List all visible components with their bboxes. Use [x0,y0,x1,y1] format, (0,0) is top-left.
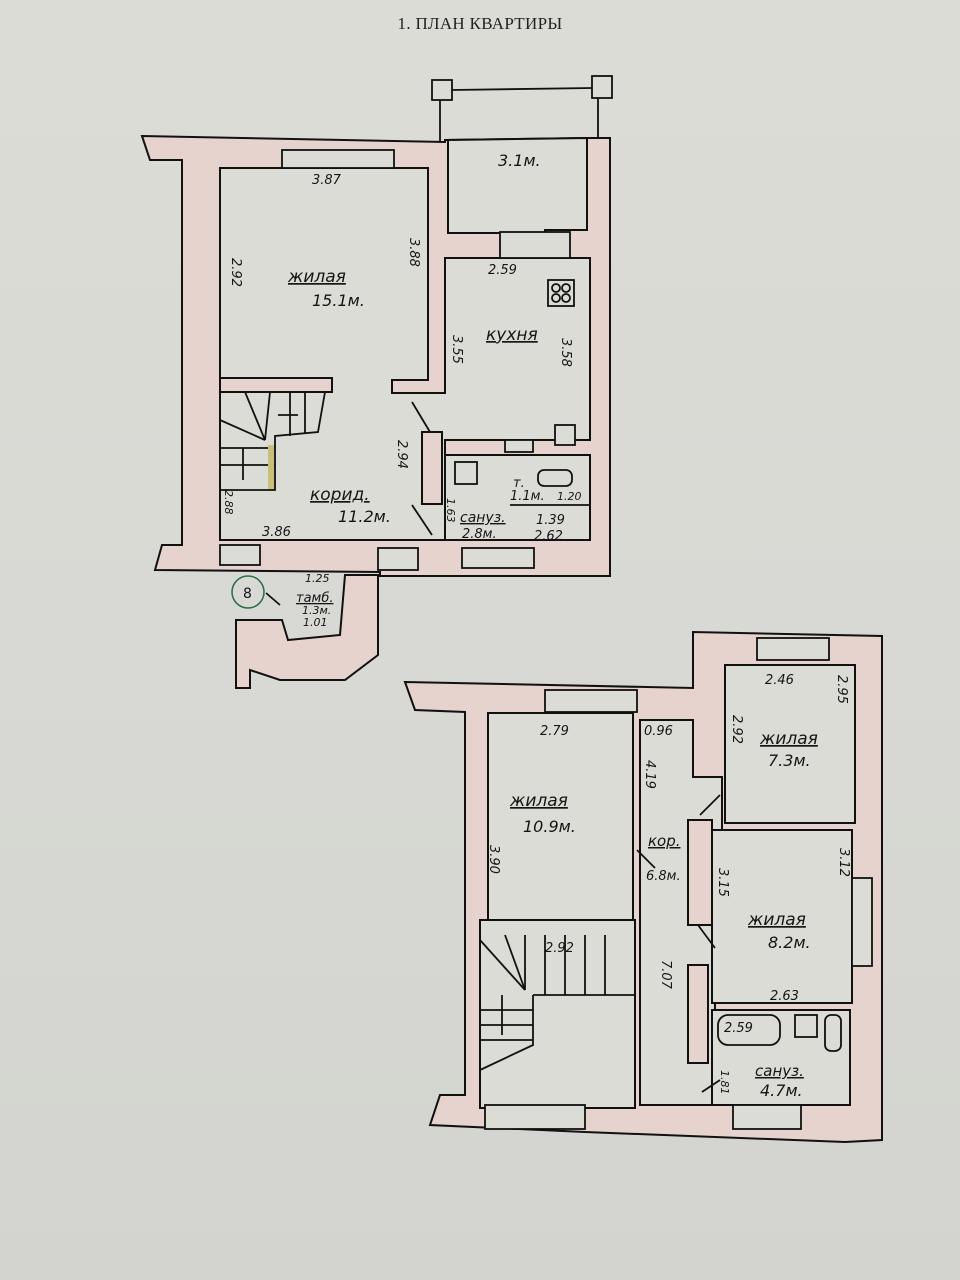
dim: 3.12 [836,848,851,877]
bedroom-10-9-name: жилая [509,791,568,811]
bathroom-name: сануз. [460,510,506,526]
kitchen-sink-icon [554,424,576,446]
dim: 1.81 [718,1070,731,1095]
floor-1-plan [140,75,613,689]
bathroom-2-name: сануз. [755,1062,804,1080]
dim: 2.94 [394,440,409,469]
vestibule-area: 1.3м. [302,604,331,617]
staircase-1 [219,377,333,491]
bedroom-7-3-area: 7.3м. [768,751,811,770]
stove-icon [547,279,575,307]
bedroom-7-3 [724,664,856,824]
dim: 1.63 [444,498,457,523]
vestibule-walls [235,574,379,689]
dim: 2.79 [540,724,569,739]
heater-icon [504,439,534,453]
dim: 3.55 [449,335,464,364]
living-room-name: жилая [287,267,346,287]
balcony [447,136,588,234]
wardrobe-3 [687,964,709,1064]
toilet-icon-2 [824,1014,842,1052]
apartment-number-circle [231,575,265,609]
balcony-railing [451,87,593,91]
dim: 2.92 [729,715,744,744]
toilet-icon [537,469,573,487]
dim: 1.20 [557,490,582,503]
dim: 3.58 [558,338,573,367]
dim: 3.87 [312,173,342,188]
bedroom-8-2-name: жилая [747,910,806,930]
vestibule-name: тамб. [296,591,334,606]
bathtub-icon [717,1014,781,1046]
corridor-name: корид. [310,485,370,505]
balcony-post-right [591,75,613,99]
dim: 3.86 [262,525,291,540]
corridor-2-area: 6.8м. [646,869,681,884]
floor-2-plan [403,630,883,1144]
bedroom-8-2-area: 8.2м. [768,933,811,952]
dim: 2.92 [228,258,243,287]
dim: 1.25 [305,572,330,585]
balcony-area: 3.1м. [498,151,541,170]
dim: 2.59 [488,263,517,278]
bedroom-10-9 [487,712,634,922]
dim: 2.46 [765,673,794,688]
dim: 1.01 [303,616,328,629]
bathroom-area: 2.8м. [462,527,497,542]
staircase-2 [479,934,636,1108]
dim: 2.92 [545,941,574,956]
dim: 1.39 [536,513,565,528]
wardrobe [421,431,443,505]
wc-area: 1.1м. [510,489,545,504]
dim: 7.07 [658,960,673,990]
dim: 2.63 [770,989,799,1004]
sink-icon-2 [794,1014,818,1038]
dim: 2.59 [724,1021,753,1036]
wc-name: т. [513,476,525,491]
corridor-area: 11.2м. [338,507,391,526]
living-room-area: 15.1м. [312,291,365,310]
bedroom-7-3-name: жилая [759,729,818,749]
dim: 2.88 [222,490,235,515]
apartment-number: 8 [243,586,252,602]
dim: 2.95 [834,675,849,704]
dim: 3.90 [486,845,501,874]
dim: 3.15 [715,868,730,897]
wardrobe-2 [687,819,713,926]
balcony-post-left [431,79,453,101]
page-title: 1. ПЛАН КВАРТИРЫ [397,14,563,33]
bathroom-2-area: 4.7м. [760,1081,803,1100]
dim: 4.19 [642,760,657,789]
dim: 2.62 [534,529,563,544]
dim: 3.88 [406,238,421,267]
kitchen-name: кухня [486,325,538,345]
sink-icon [454,461,478,485]
kitchen-window [499,231,571,259]
window [281,149,395,169]
dim: 0.96 [644,724,673,739]
bedroom-10-9-area: 10.9м. [523,817,576,836]
corridor-2-name: кор. [648,832,681,850]
